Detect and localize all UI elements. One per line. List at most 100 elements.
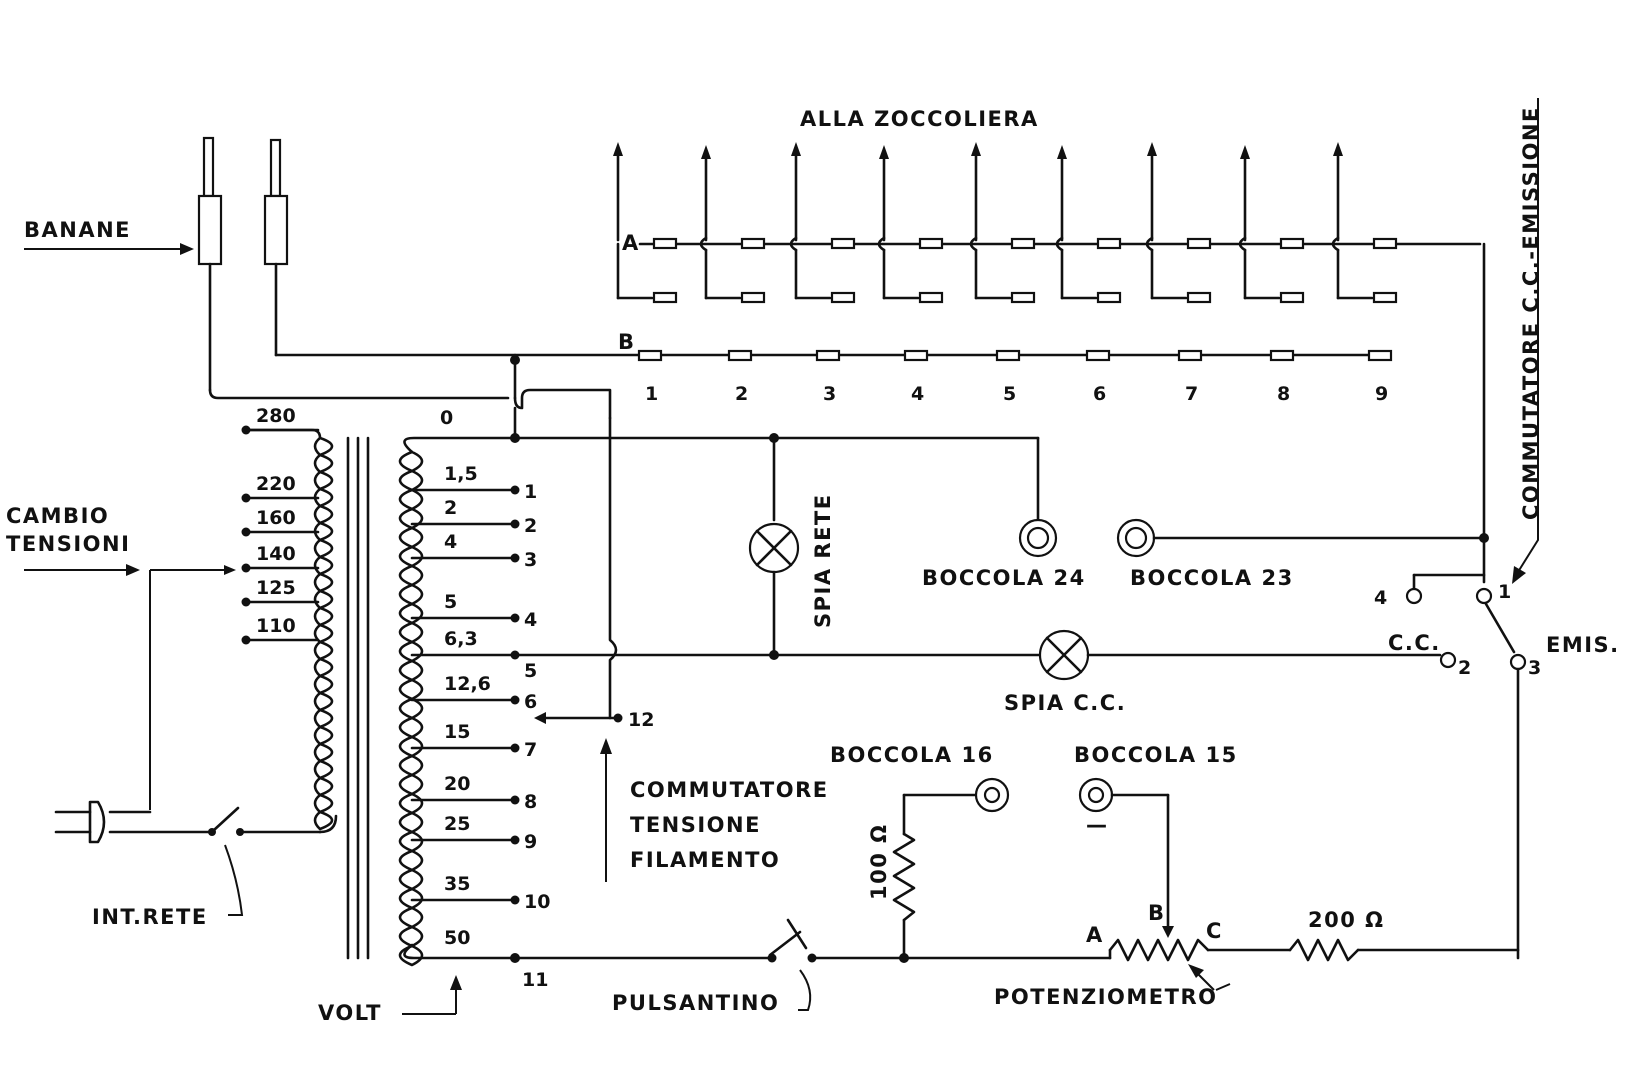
primary-tap-110: 110: [241, 615, 320, 645]
zoccoliera-lead-7: [1145, 142, 1212, 304]
alla-zoccoliera-label: ALLA ZOCCOLIERA: [800, 107, 1039, 131]
zoccoliera-leads: [613, 142, 1398, 304]
volt-label: VOLT: [318, 1001, 382, 1025]
boccola-23: [1116, 518, 1156, 558]
pulsantino-button: [767, 918, 817, 1011]
secondary-tap-8: 208: [410, 773, 537, 813]
socket-contact-1: 1: [637, 349, 663, 405]
primary-tap-125: 125: [241, 577, 320, 607]
primary-tap-label: 280: [256, 405, 296, 427]
commutatore-tensione-filamento-label-2: TENSIONE: [630, 813, 761, 837]
int-rete-switch: INT.RETE: [92, 806, 338, 929]
boccola-24-label: BOCCOLA 24: [922, 566, 1086, 590]
socket-contact-2: 2: [727, 349, 753, 405]
socket-contact-4: 4: [903, 349, 929, 405]
zoccoliera-lead-8: [1238, 145, 1305, 304]
secondary-volt-label: 2: [444, 497, 457, 519]
filament-selector: 12 COMMUTATORE TENSIONE FILAMENTO: [534, 709, 829, 882]
secondary-volt-label: 50: [444, 927, 470, 949]
r100-label: 100 Ω: [867, 824, 891, 901]
socket-contact-5: 5: [995, 349, 1021, 405]
socket-number-3: 3: [823, 383, 836, 405]
zoccoliera-lead-5: [969, 142, 1036, 304]
socket-number-8: 8: [1277, 383, 1290, 405]
socket-number-2: 2: [735, 383, 748, 405]
boccola-15: [1078, 777, 1114, 813]
secondary-volt-label: 12,6: [444, 673, 491, 695]
socket-contact-8: 8: [1269, 349, 1295, 405]
secondary-tap-9: 25 9: [410, 813, 537, 853]
primary-tap-label: 125: [256, 577, 296, 599]
emis-label: EMIS.: [1546, 633, 1620, 657]
r200-label: 200 Ω: [1308, 908, 1385, 932]
selector-12-label: 12: [628, 709, 654, 731]
banana-plugs: BANANE: [24, 136, 1392, 400]
row-b-label: B: [618, 330, 636, 354]
secondary-tap-2: 22: [410, 497, 537, 537]
switch-pos-2: 2: [1458, 657, 1471, 679]
spia-cc-label: SPIA C.C.: [1004, 691, 1126, 715]
switch-pos-3: 3: [1528, 657, 1541, 679]
secondary-pos-label: 8: [524, 791, 537, 813]
socket-contact-3: 3: [815, 349, 841, 405]
secondary-tap-0: 0: [440, 407, 453, 429]
socket-number-9: 9: [1375, 383, 1388, 405]
secondary-pos-label: 4: [524, 609, 537, 631]
socket-contact-9: 9: [1367, 349, 1393, 405]
banane-label: BANANE: [24, 218, 131, 242]
transformer-primary: 280 220 160 140 125 110: [241, 405, 334, 831]
secondary-pos-label: 1: [524, 481, 537, 503]
primary-tap-label: 140: [256, 543, 296, 565]
commutatore-tensione-filamento-label: COMMUTATORE: [630, 778, 829, 802]
pot-a-label: A: [1086, 923, 1104, 947]
potenziometro: A B C: [1086, 901, 1231, 991]
secondary-pos-label: 9: [524, 831, 537, 853]
secondary-pos-label: 7: [524, 739, 537, 761]
row-a-label: A: [622, 231, 640, 255]
secondary-volt-label: 35: [444, 873, 470, 895]
socket-contact-7: 7: [1177, 349, 1203, 405]
primary-tap-label: 220: [256, 473, 296, 495]
secondary-pos-label: 10: [524, 891, 550, 913]
secondary-tap-5: 6,35: [410, 628, 537, 682]
pulsantino-label: PULSANTINO: [612, 991, 779, 1015]
secondary-pos-label: 3: [524, 549, 537, 571]
secondary-volt-label: 1,5: [444, 463, 478, 485]
int-rete-label: INT.RETE: [92, 905, 208, 929]
pot-c-label: C: [1206, 919, 1223, 943]
primary-tap-280: 280: [241, 405, 320, 435]
secondary-pos-label: 6: [524, 691, 537, 713]
commutatore-cc-emissione-label: COMMUTATORE C.C.-EMISSIONE: [1519, 106, 1543, 520]
secondary-tap-10: 35 10: [410, 873, 550, 913]
cc-label: C.C.: [1388, 631, 1441, 655]
secondary-volt-label: 5: [444, 591, 457, 613]
secondary-volt-label: 25: [444, 813, 470, 835]
secondary-pos-label: 5: [524, 660, 537, 682]
zoccoliera-lead-4: [877, 145, 944, 304]
primary-tap-140: 140: [241, 543, 320, 573]
socket-number-4: 4: [911, 383, 924, 405]
potenziometro-label: POTENZIOMETRO: [994, 985, 1217, 1009]
socket-number-7: 7: [1185, 383, 1198, 405]
secondary-tap-1: 1,51: [410, 463, 537, 503]
zoccoliera-lead-1: [613, 142, 678, 304]
boccola-16: [974, 777, 1010, 813]
zoccoliera-lead-2: [699, 145, 766, 304]
secondary-tap-3: 43: [410, 531, 537, 571]
primary-tap-160: 160: [241, 507, 320, 537]
secondary-volt-label: 0: [440, 407, 453, 429]
zoccoliera-lead-3: [789, 142, 856, 304]
secondary-pos-label: 11: [522, 969, 548, 991]
zoccoliera-lead-9: [1331, 142, 1398, 304]
cambio-tensioni-label: CAMBIO: [6, 504, 109, 528]
socket-number-1: 1: [645, 383, 658, 405]
primary-tap-label: 160: [256, 507, 296, 529]
boccola-24: [1018, 518, 1058, 558]
boccola-15-label: BOCCOLA 15: [1074, 743, 1238, 767]
mains-plug: [54, 800, 214, 844]
commutatore-tensione-filamento-label-3: FILAMENTO: [630, 848, 780, 872]
cambio-tensioni-label-2: TENSIONI: [6, 532, 130, 556]
